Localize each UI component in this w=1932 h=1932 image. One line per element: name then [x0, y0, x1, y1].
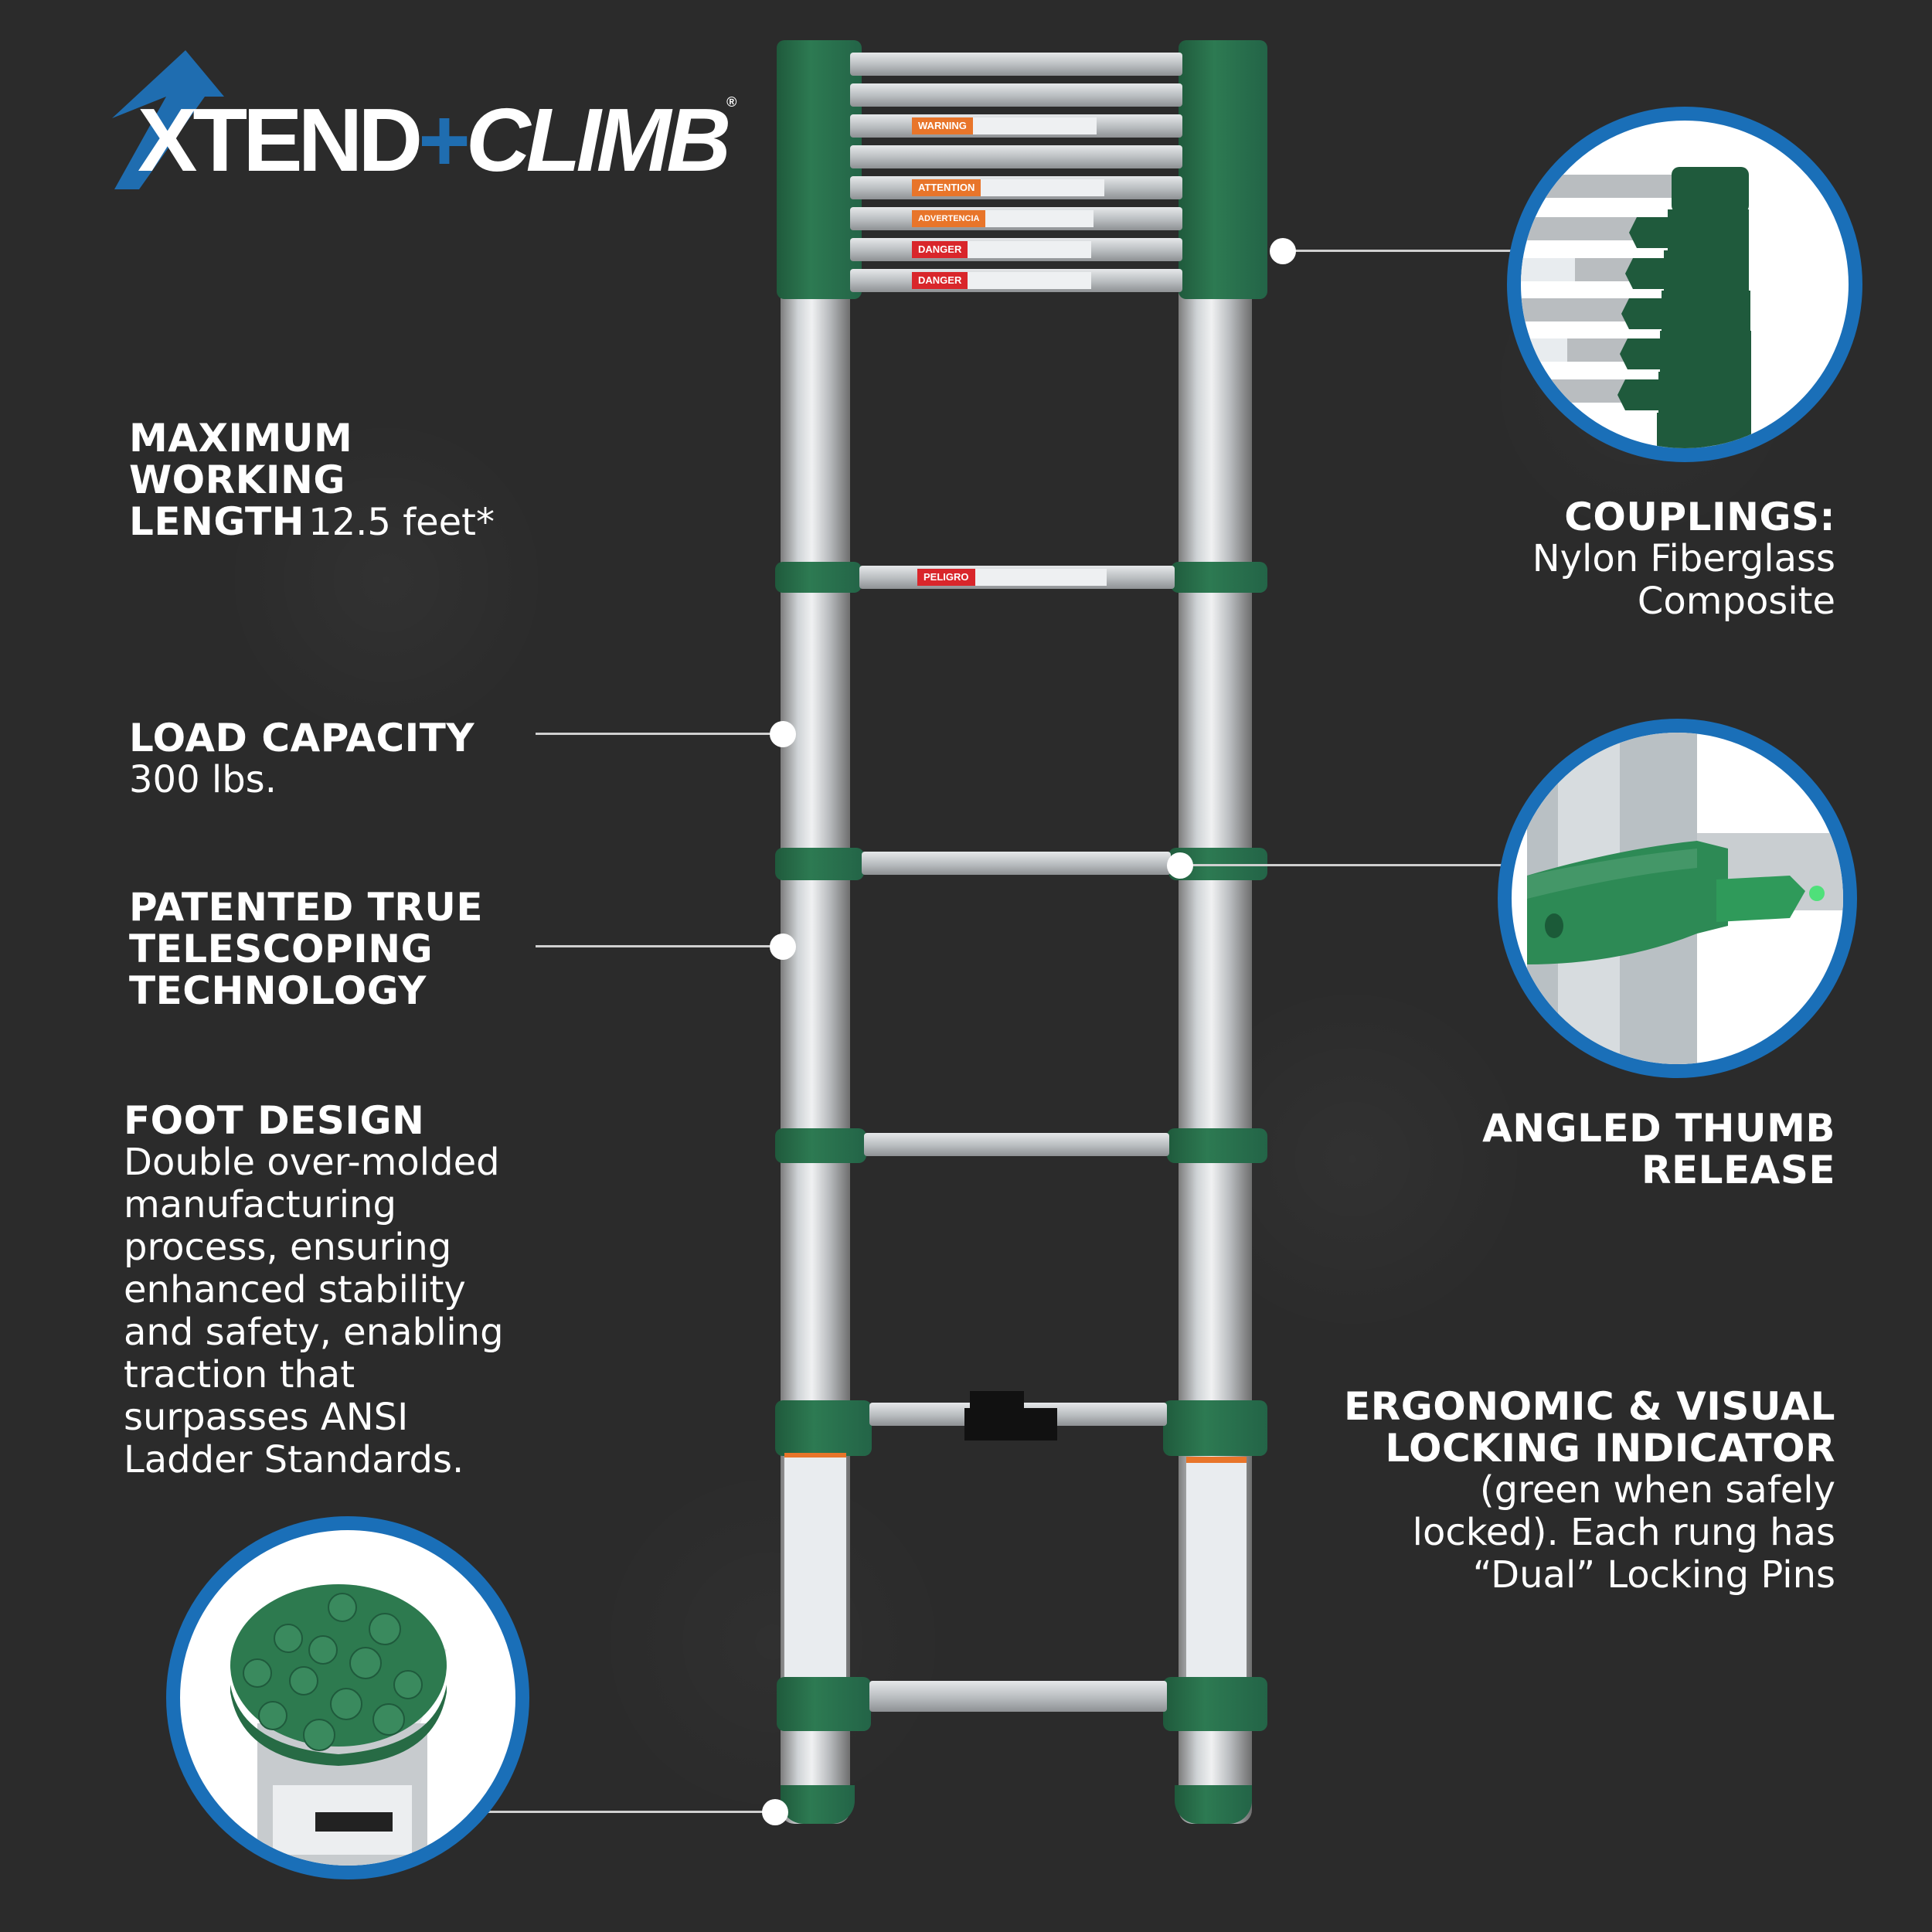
feature-title: LOAD CAPACITY — [129, 716, 475, 760]
feature-body-line: manufacturing — [124, 1183, 396, 1226]
feature-title-line: ERGONOMIC & VISUAL — [1344, 1384, 1835, 1429]
left-foot — [781, 1785, 855, 1824]
thumb-release-detail-circle — [1498, 719, 1857, 1078]
rung-danger-label: DANGER — [912, 241, 1092, 258]
logo-plus: + — [418, 90, 471, 190]
telescoping-connector-dot — [770, 934, 796, 960]
logo-xtend: XTEND — [138, 90, 423, 190]
load-capacity-connector-dot — [770, 721, 796, 747]
feature-thumb-release: ANGLED THUMB RELEASE — [1482, 1107, 1835, 1191]
left-rail-sticker — [784, 1453, 846, 1697]
couplings-detail-circle — [1507, 107, 1862, 462]
right-coupling — [1163, 1400, 1267, 1456]
feature-value: 12.5 feet* — [308, 501, 495, 544]
rung-warning-label: WARNING — [912, 117, 1097, 134]
rung — [862, 852, 1171, 875]
feature-body-line: Double over-molded — [124, 1141, 500, 1184]
rung: DANGER — [850, 269, 1182, 292]
right-coupling-stack — [1179, 40, 1267, 299]
left-coupling — [775, 1128, 866, 1163]
feature-couplings: COUPLINGS: Nylon Fiberglass Composite — [1532, 496, 1835, 623]
rung: ATTENTION — [850, 176, 1182, 199]
feature-body-line: traction that — [124, 1353, 355, 1396]
feature-body-line: locked). Each rung has — [1412, 1511, 1835, 1554]
feature-body-line: enhanced stability — [124, 1268, 466, 1311]
right-foot — [1175, 1785, 1252, 1824]
feature-title-line: TECHNOLOGY — [129, 968, 427, 1013]
feature-title-line: LENGTH — [129, 499, 304, 544]
feature-locking-indicator: ERGONOMIC & VISUAL LOCKING INDICATOR (gr… — [1344, 1386, 1835, 1597]
couplings-connector-dot — [1270, 238, 1296, 264]
brand-logo: XTEND+CLIMB® — [108, 50, 736, 189]
left-coupling — [777, 1677, 871, 1731]
carry-handle — [970, 1391, 1024, 1410]
feature-body-line: Nylon Fiberglass — [1532, 537, 1835, 580]
left-coupling-stack — [777, 40, 862, 299]
left-coupling — [775, 562, 862, 593]
left-coupling — [775, 1400, 872, 1456]
right-coupling — [1171, 562, 1267, 593]
thumb-release-connector-dot — [1167, 852, 1193, 879]
feature-telescoping: PATENTED TRUE TELESCOPING TECHNOLOGY — [129, 886, 483, 1012]
rung-peligro-label: PELIGRO — [917, 569, 1107, 586]
foot-connector-dot — [762, 1799, 788, 1825]
couplings-connector-line — [1283, 250, 1515, 252]
feature-body-line: Composite — [1637, 580, 1835, 623]
feature-body-line: and safety, enabling — [124, 1311, 504, 1354]
rung — [850, 83, 1182, 107]
thumb-release-connector-line — [1180, 864, 1520, 866]
feature-title-line: RELEASE — [1641, 1148, 1835, 1192]
rung-top — [850, 53, 1182, 76]
thumb-release-closeup-icon — [1527, 733, 1843, 1064]
feature-title-line: MAXIMUM — [129, 416, 353, 461]
rung — [850, 145, 1182, 168]
rung-peligro: PELIGRO — [859, 566, 1175, 589]
feature-value: 300 lbs. — [129, 758, 277, 801]
feature-title-line: PATENTED TRUE — [129, 885, 484, 930]
feature-title-line: TELESCOPING — [129, 927, 434, 971]
feature-foot-design: FOOT DESIGN Double over-molded manufactu… — [124, 1100, 504, 1481]
right-coupling — [1167, 1128, 1267, 1163]
foot-connector-line — [479, 1811, 775, 1813]
feature-working-length: MAXIMUM WORKING LENGTH 12.5 feet* — [129, 417, 495, 544]
rung-attention-label: ATTENTION — [912, 179, 1105, 196]
rung-advertencia-label: ADVERTENCIA — [912, 210, 1094, 227]
logo-wordmark: XTEND+CLIMB® — [138, 95, 736, 185]
rung: WARNING — [850, 114, 1182, 138]
rung: DANGER — [850, 238, 1182, 261]
coupling-closeup-icon — [1521, 167, 1751, 448]
rung-bottom — [869, 1681, 1167, 1712]
left-coupling — [775, 848, 864, 880]
logo-climb: CLIMB — [465, 90, 731, 190]
foot-closeup-icon — [230, 1584, 447, 1866]
feature-title-line: ANGLED THUMB — [1482, 1106, 1835, 1151]
rung: ADVERTENCIA — [850, 207, 1182, 230]
load-capacity-connector-line — [536, 733, 783, 735]
registered-mark: ® — [726, 94, 737, 110]
right-coupling — [1163, 1677, 1267, 1731]
feature-title: COUPLINGS: — [1564, 495, 1835, 539]
feature-body-line: (green when safely — [1479, 1468, 1835, 1512]
feature-load-capacity: LOAD CAPACITY 300 lbs. — [129, 717, 474, 801]
feature-title-line: LOCKING INDICATOR — [1385, 1426, 1835, 1471]
right-rail-sticker — [1186, 1457, 1247, 1687]
feature-body-line: Ladder Standards. — [124, 1438, 464, 1481]
logo-arrow-icon — [112, 50, 224, 189]
feature-body-line: “Dual” Locking Pins — [1472, 1553, 1835, 1597]
feature-body-line: surpasses ANSI — [124, 1396, 409, 1439]
telescoping-connector-line — [536, 945, 783, 947]
feature-title: FOOT DESIGN — [124, 1098, 425, 1143]
feature-body-line: process, ensuring — [124, 1226, 452, 1269]
rung-danger-label: DANGER — [912, 272, 1092, 289]
rung — [864, 1133, 1169, 1156]
feature-title-line: WORKING — [129, 457, 345, 502]
foot-detail-circle — [166, 1516, 529, 1879]
carry-handle-base — [964, 1408, 1057, 1440]
